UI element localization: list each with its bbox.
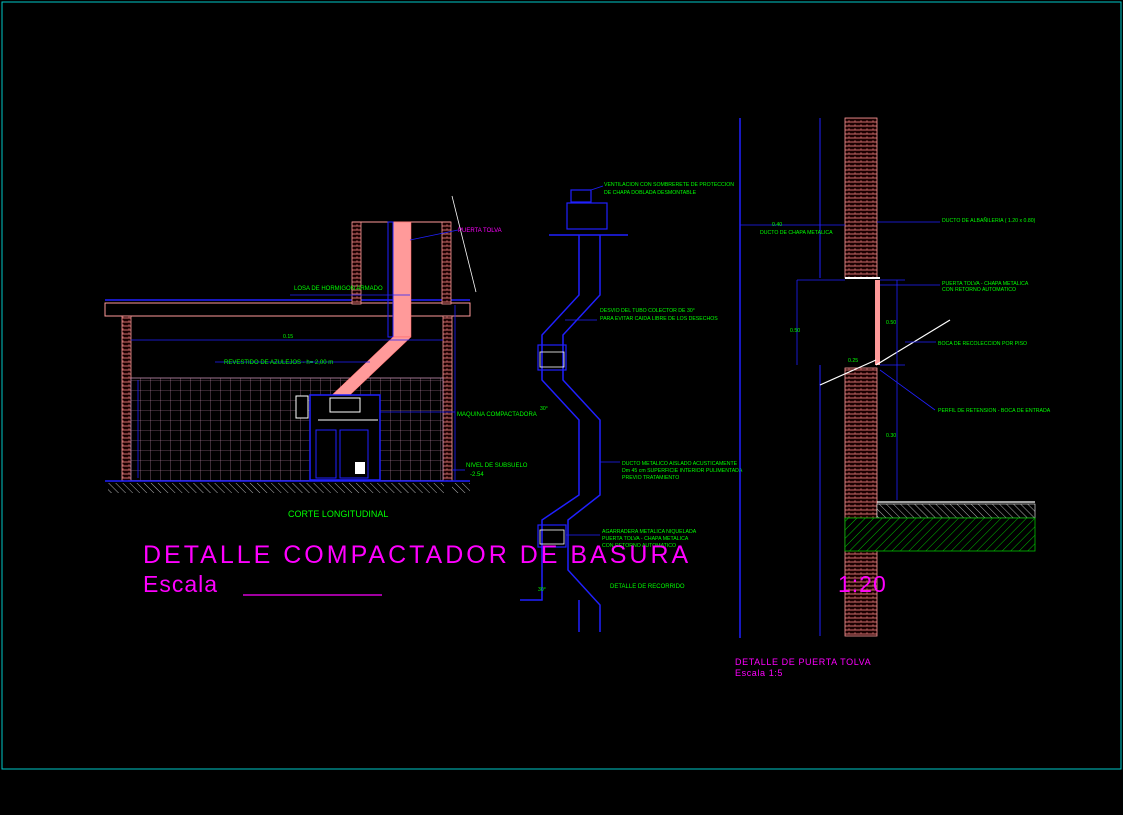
- label-maquina: MAQUINA COMPACTADORA: [457, 412, 537, 418]
- hopper-upper: [537, 344, 567, 371]
- label-nivel-2: -2.54: [470, 472, 484, 478]
- label-perfil: PERFIL DE RETENSION - BOCA DE ENTRADA: [938, 408, 1051, 414]
- label-dim-050-left: 0.50: [790, 328, 800, 334]
- drawing-frame: [1, 1, 1122, 770]
- route-duct-right: [562, 235, 601, 632]
- label-dim-030: 0.30: [886, 433, 896, 439]
- hopper-lower: [537, 524, 567, 548]
- masonry-duct-upper: [844, 117, 878, 279]
- section-caption: CORTE LONGITUDINAL: [288, 509, 388, 519]
- label-ducto-1: DUCTO METALICO AISLADO ACUSTICAMENTE: [622, 461, 738, 467]
- masonry-duct-lower: [844, 367, 878, 637]
- door-scale: Escala 1:5: [735, 668, 783, 678]
- tile-cladding: [130, 377, 444, 482]
- label-ducto-3: PREVIO TRATAMIENTO: [622, 475, 679, 481]
- label-dim-025: 0.25: [848, 358, 858, 364]
- ground-hatch: [844, 517, 1036, 552]
- door-leaf: [875, 280, 880, 365]
- label-angle-bottom: 30°: [538, 587, 546, 593]
- label-puerta-tolva: PUERTA TOLVA: [458, 228, 502, 234]
- floor-ground: [108, 483, 444, 493]
- chute-top-wall-right: [441, 221, 452, 305]
- route-caption: DETALLE DE RECORRIDO: [610, 584, 685, 590]
- chute-duct-vertical: [392, 221, 412, 338]
- label-dim-050-right: 0.50: [886, 320, 896, 326]
- label-puerta-2: CON RETORNO AUTOMATICO: [942, 287, 1016, 293]
- scale-label: Escala: [143, 571, 218, 597]
- label-dim-040: 0.40: [772, 222, 782, 228]
- label-puerta-1: PUERTA TOLVA - CHAPA METALICA: [942, 281, 1029, 287]
- label-ventilacion-2: DE CHAPA DOBLADA DESMONTABLE: [604, 190, 697, 196]
- roof-slab: [104, 302, 471, 317]
- label-desvio-2: PARA EVITAR CAIDA LIBRE DE LOS DESECHOS: [600, 316, 718, 322]
- title-block: DETALLE COMPACTADOR DE BASURA Escala 1:2…: [143, 541, 887, 597]
- label-agarradera-1: AGARRADERA METALICA NIQUELADA: [602, 529, 697, 535]
- label-losa: LOSA DE HORMIGON ARMADO: [294, 286, 383, 292]
- drawing-title: DETALLE COMPACTADOR DE BASURA: [143, 541, 691, 569]
- vent-cap: [570, 189, 592, 203]
- label-dim-small: 0.15: [283, 334, 293, 340]
- label-desvio-1: DESVIO DEL TUBO COLECTOR DE 30°: [600, 308, 695, 314]
- label-agarradera-3: CON RETORNO AUTOMATICO: [602, 543, 676, 549]
- longitudinal-section: PUERTA TOLVA LOSA DE HORMIGON ARMADO 0.1…: [104, 195, 537, 519]
- side-wall-left: [121, 315, 132, 482]
- side-wall-right: [442, 315, 453, 482]
- label-ducto-albanileria: DUCTO DE ALBAÑILERIA ( 1.20 x 0.80): [942, 217, 1036, 224]
- door-caption: DETALLE DE PUERTA TOLVA: [735, 657, 871, 667]
- label-ventilacion-1: VENTILACION CON SOMBRERETE DE PROTECCION: [604, 182, 734, 188]
- compactor-machine: [295, 394, 381, 481]
- label-angle-top: 30°: [540, 406, 548, 412]
- label-ducto-chapa: DUCTO DE CHAPA METALICA: [760, 230, 833, 236]
- floor-slab: [876, 503, 1036, 519]
- route-detail: VENTILACION CON SOMBRERETE DE PROTECCION…: [520, 182, 743, 632]
- scale-value: 1:20: [838, 571, 887, 597]
- label-boca: BOCA DE RECOLECCION POR PISO: [938, 341, 1027, 347]
- route-duct-left: [520, 235, 580, 601]
- label-ducto-2: Dm 45 cm SUPERFICIE INTERIOR PULIMENTADA: [622, 468, 743, 474]
- label-agarradera-2: PUERTA TOLVA - CHAPA METALICA: [602, 536, 689, 542]
- door-detail: 0.40 DUCTO DE CHAPA METALICA DUCTO DE AL…: [735, 117, 1051, 678]
- label-nivel-1: NIVEL DE SUBSUELO: [466, 463, 528, 469]
- label-revestido: REVESTIDO DE AZULEJOS - h= 2,00 m: [224, 360, 333, 366]
